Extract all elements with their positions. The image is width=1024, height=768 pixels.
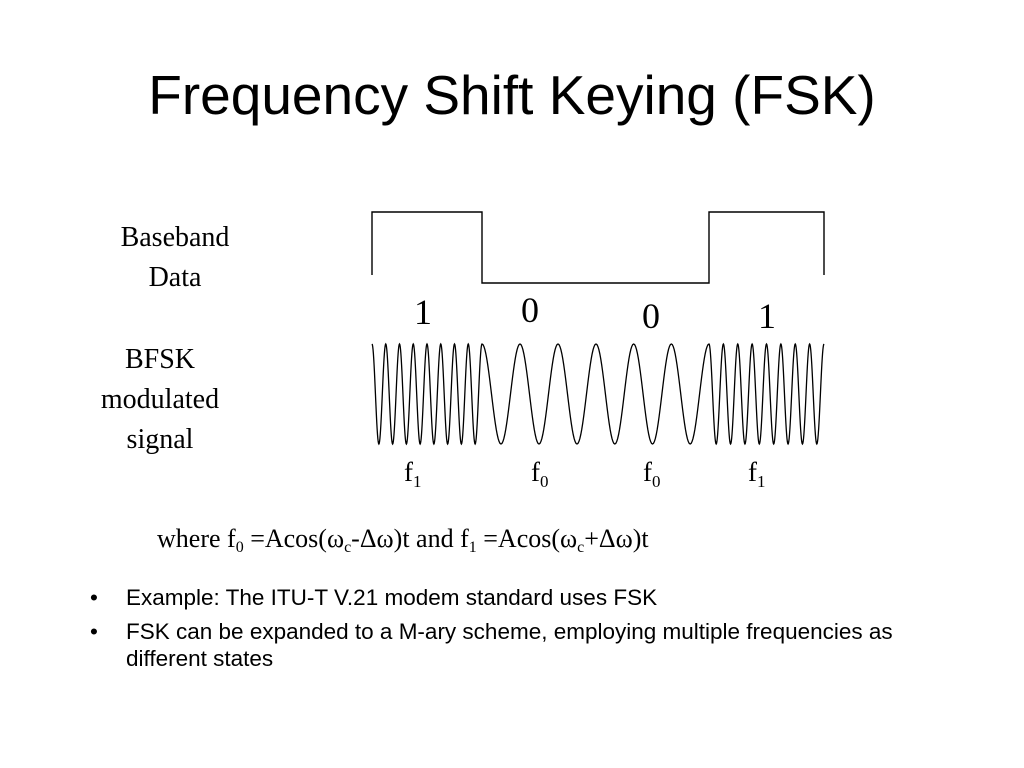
freq-label-4: f1 [748,457,766,491]
bullet-text: FSK can be expanded to a M-ary scheme, e… [126,619,893,671]
bfsk-label-line3: signal [126,424,194,455]
freq-label-2: f0 [531,457,549,491]
slide-title: Frequency Shift Keying (FSK) [148,64,876,126]
bullet-marker: • [90,619,98,644]
bit-label-4: 1 [758,296,776,336]
baseband-data-label: Baseband Data [95,218,255,298]
bit-label-2: 0 [521,290,539,330]
bullet-item: • Example: The ITU-T V.21 modem standard… [90,584,950,611]
bullet-item: • FSK can be expanded to a M-ary scheme,… [90,618,950,672]
bit-label-3: 0 [642,296,660,336]
bit-label-1: 1 [414,292,432,332]
fsk-formula: where f0 =Acos(ωc-Δω)t and f1 =Acos(ωc+Δ… [157,524,649,556]
bullet-marker: • [90,585,98,610]
freq-label-3: f0 [643,457,661,491]
freq-label-1: f1 [404,457,422,491]
bfsk-label-line2: modulated [100,384,220,415]
bullet-text: Example: The ITU-T V.21 modem standard u… [126,585,658,610]
bfsk-label-line1: BFSK [124,344,196,375]
bullet-list: • Example: The ITU-T V.21 modem standard… [90,584,950,679]
bfsk-modulated-waveform [371,342,825,446]
baseband-square-wave [371,211,825,284]
bfsk-signal-label: BFSK modulated signal [70,340,250,460]
baseband-label-line2: Data [148,262,202,293]
baseband-label-line1: Baseband [120,222,230,253]
